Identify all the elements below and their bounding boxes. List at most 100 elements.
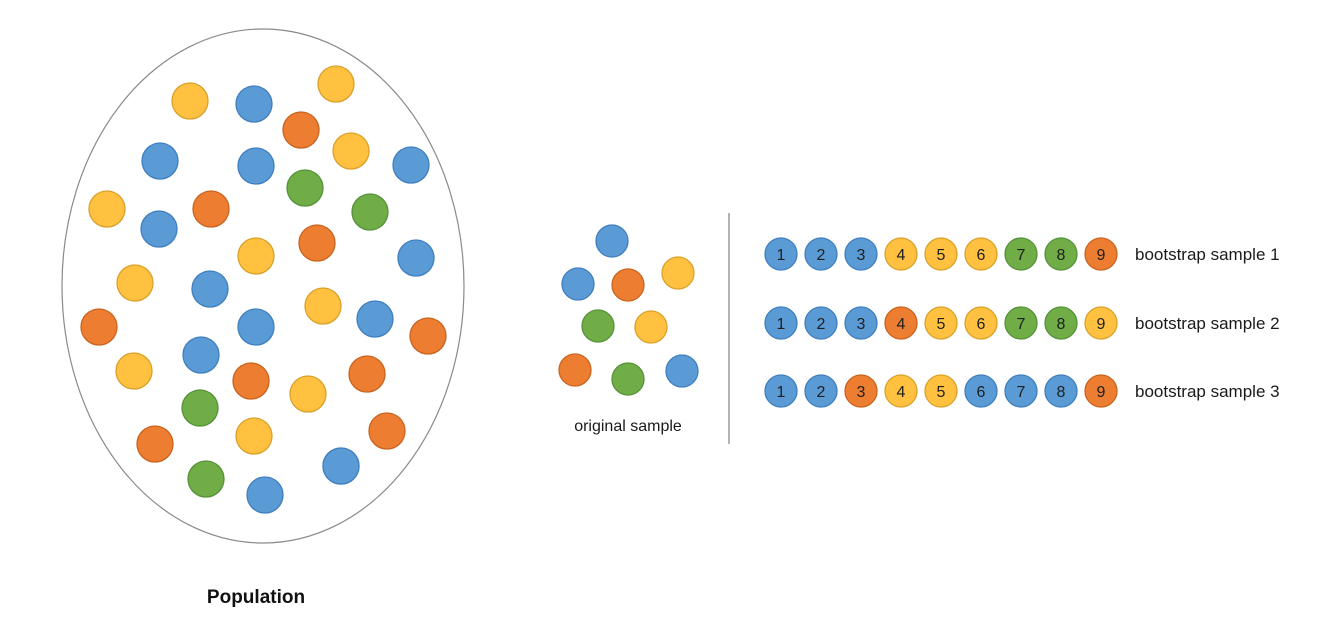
bootstrap-dot-number: 6 bbox=[977, 384, 986, 401]
bootstrap-dot-number: 4 bbox=[897, 316, 906, 333]
bootstrap-dot-number: 2 bbox=[817, 247, 826, 264]
bootstrap-dot bbox=[1084, 306, 1118, 340]
bootstrap-dot bbox=[1044, 306, 1078, 340]
population-dot bbox=[235, 85, 273, 123]
bootstrap-dot bbox=[1044, 237, 1078, 271]
population-dot bbox=[351, 193, 389, 231]
population-dot bbox=[332, 132, 370, 170]
population-dot bbox=[140, 210, 178, 248]
population-dot bbox=[237, 308, 275, 346]
population-dot bbox=[191, 270, 229, 308]
bootstrap-dot-number: 9 bbox=[1097, 384, 1106, 401]
population-dot bbox=[289, 375, 327, 413]
population-dot bbox=[392, 146, 430, 184]
bootstrap-dot-number: 1 bbox=[777, 247, 786, 264]
population-dot bbox=[187, 460, 225, 498]
bootstrap-dot-number: 8 bbox=[1057, 384, 1066, 401]
original-sample-dot bbox=[581, 309, 615, 343]
original-sample-dot bbox=[634, 310, 668, 344]
bootstrap-dot-number: 4 bbox=[897, 384, 906, 401]
bootstrap-dot-number: 5 bbox=[937, 316, 946, 333]
bootstrap-dot-number: 2 bbox=[817, 316, 826, 333]
population-dot bbox=[235, 417, 273, 455]
population-dot bbox=[298, 224, 336, 262]
bootstrap-dot bbox=[764, 237, 798, 271]
population-dot bbox=[115, 352, 153, 390]
population-dot bbox=[397, 239, 435, 277]
bootstrap-sample-label: bootstrap sample 2 bbox=[1135, 314, 1280, 333]
bootstrap-dot-number: 7 bbox=[1017, 316, 1026, 333]
population-dot bbox=[88, 190, 126, 228]
population-dot bbox=[232, 362, 270, 400]
bootstrap-dot-number: 1 bbox=[777, 384, 786, 401]
bootstrap-dot bbox=[924, 374, 958, 408]
bootstrap-dot-number: 3 bbox=[857, 384, 866, 401]
population-dot bbox=[286, 169, 324, 207]
population-dot bbox=[182, 336, 220, 374]
bootstrap-dot bbox=[1004, 306, 1038, 340]
bootstrap-sample-label: bootstrap sample 1 bbox=[1135, 245, 1280, 264]
bootstrap-dot bbox=[964, 237, 998, 271]
population-dot bbox=[141, 142, 179, 180]
original-sample-dots bbox=[558, 224, 699, 396]
population-dot bbox=[304, 287, 342, 325]
bootstrap-dot bbox=[764, 374, 798, 408]
bootstrap-dot bbox=[804, 374, 838, 408]
original-sample-dot bbox=[561, 267, 595, 301]
bootstrap-dot-number: 1 bbox=[777, 316, 786, 333]
original-sample-label: original sample bbox=[574, 418, 682, 435]
population-dot bbox=[409, 317, 447, 355]
population-dot bbox=[246, 476, 284, 514]
bootstrap-dot-number: 4 bbox=[897, 247, 906, 264]
population-dot bbox=[136, 425, 174, 463]
bootstrap-dot-number: 9 bbox=[1097, 247, 1106, 264]
original-sample-dot bbox=[611, 362, 645, 396]
population-dot bbox=[356, 300, 394, 338]
bootstrap-dot bbox=[1004, 237, 1038, 271]
bootstrap-sample-label: bootstrap sample 3 bbox=[1135, 382, 1280, 401]
population-dot bbox=[237, 237, 275, 275]
bootstrap-dot bbox=[884, 374, 918, 408]
bootstrap-dot-number: 7 bbox=[1017, 247, 1026, 264]
population-outline bbox=[61, 28, 465, 544]
bootstrap-dot-number: 3 bbox=[857, 247, 866, 264]
original-sample-dot bbox=[595, 224, 629, 258]
population-dot bbox=[317, 65, 355, 103]
bootstrap-dot bbox=[924, 237, 958, 271]
population-dot bbox=[237, 147, 275, 185]
bootstrap-dot bbox=[804, 306, 838, 340]
bootstrap-dot bbox=[844, 237, 878, 271]
bootstrap-dot bbox=[844, 374, 878, 408]
bootstrap-dot-number: 7 bbox=[1017, 384, 1026, 401]
bootstrap-dot-number: 6 bbox=[977, 247, 986, 264]
bootstrap-dot bbox=[884, 237, 918, 271]
bootstrap-dot bbox=[884, 306, 918, 340]
original-sample-dot bbox=[558, 353, 592, 387]
population-dot bbox=[181, 389, 219, 427]
bootstrap-dot-number: 5 bbox=[937, 247, 946, 264]
population-dot bbox=[80, 308, 118, 346]
population-label: Population bbox=[207, 587, 305, 608]
bootstrap-dot bbox=[804, 237, 838, 271]
bootstrap-dot bbox=[924, 306, 958, 340]
bootstrap-samples: 1 2 3 4 5 6 7 8 9 bootstrap sample 1 1 2 3 4 5 6 7 8 9 boot… bbox=[764, 237, 1280, 408]
bootstrap-dot bbox=[764, 306, 798, 340]
bootstrap-dot bbox=[1004, 374, 1038, 408]
bootstrap-dot-number: 6 bbox=[977, 316, 986, 333]
bootstrap-dot bbox=[964, 306, 998, 340]
population-dot bbox=[116, 264, 154, 302]
bootstrap-row-1: 1 2 3 4 5 6 7 8 9 bootstrap sample 1 bbox=[764, 237, 1280, 271]
bootstrap-dot-number: 8 bbox=[1057, 247, 1066, 264]
bootstrap-dot bbox=[964, 374, 998, 408]
original-sample-dot bbox=[611, 268, 645, 302]
bootstrap-dot bbox=[1084, 237, 1118, 271]
population-dot bbox=[282, 111, 320, 149]
bootstrap-dot bbox=[844, 306, 878, 340]
population-dot bbox=[171, 82, 209, 120]
population-dot bbox=[348, 355, 386, 393]
population-dot bbox=[322, 447, 360, 485]
bootstrap-dot bbox=[1084, 374, 1118, 408]
original-sample-dot bbox=[661, 256, 695, 290]
